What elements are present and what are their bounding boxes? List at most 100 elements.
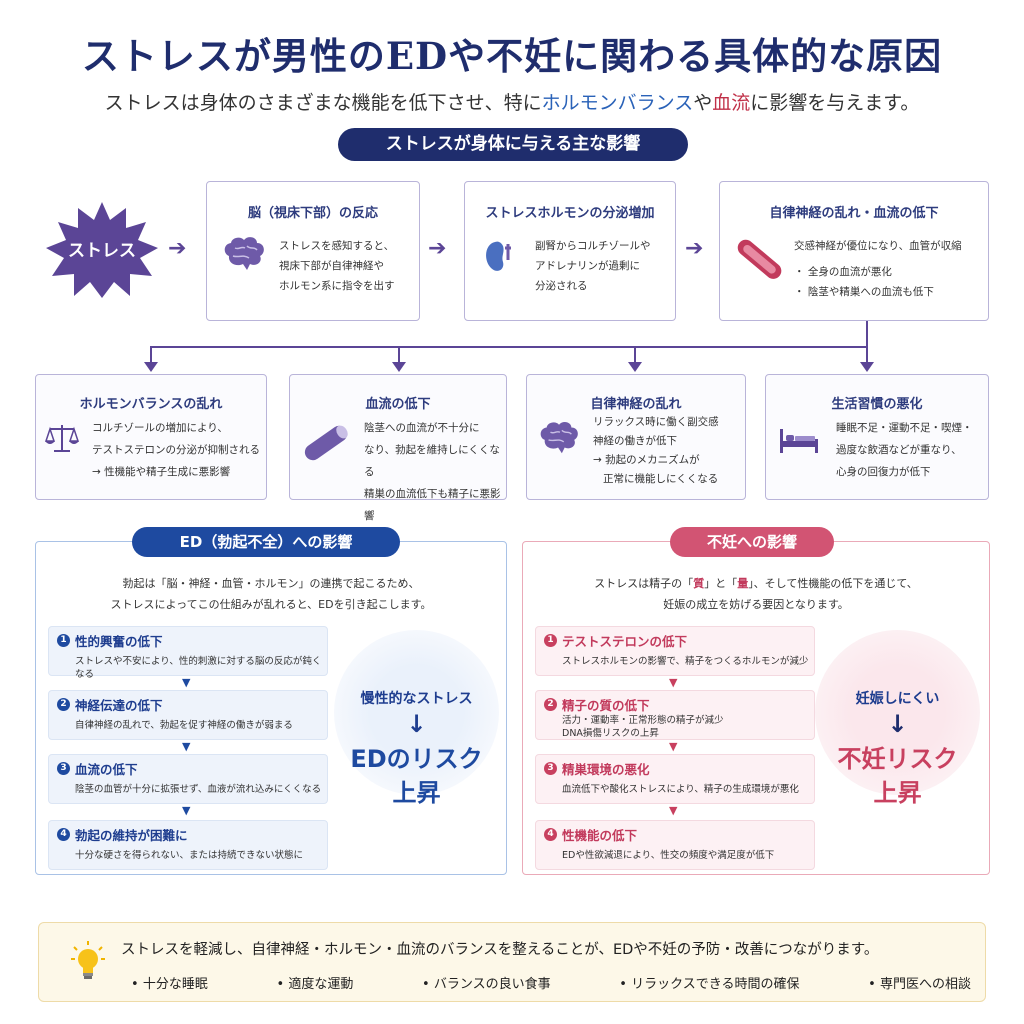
lightbulb-icon	[71, 941, 105, 979]
step-title: 精子の質の低下	[562, 698, 650, 713]
arrow-down-icon: ▼	[669, 740, 678, 753]
subtitle-pre: ストレスは身体のさまざまな機能を低下させ、特に	[104, 92, 542, 114]
step-title: 神経伝達の低下	[75, 698, 163, 713]
flow-line: 分泌される	[535, 280, 588, 292]
effect-lifestyle: 生活習慣の悪化 睡眠不足・運動不足・喫煙・ 過度な飲酒などが重なり、 心身の回復…	[765, 374, 989, 500]
risk-result: 上昇	[392, 779, 441, 807]
arrow-down-icon: ▼	[669, 676, 678, 689]
flow-title: ストレスホルモンの分泌増加	[485, 206, 655, 221]
risk-cause: 妊娠しにくい	[855, 691, 940, 707]
risk-cause: 慢性的なストレス	[360, 691, 473, 707]
flow-line: ホルモン系に指令を出す	[279, 280, 395, 292]
effect-title: 生活習慣の悪化	[831, 397, 923, 412]
inf-intro-line: 妊娠の成立を妨げる要因となります。	[663, 598, 849, 611]
stress-burst-icon	[46, 202, 158, 298]
blood-vessel-icon	[737, 239, 782, 279]
infertility-panel-label: 不妊への影響	[670, 527, 834, 557]
flow-line: 交感神経が優位になり、血管が収縮	[794, 240, 962, 252]
step-number: 1	[57, 634, 70, 647]
ed-step: 4 勃起の維持が困難に 十分な硬さを得られない、または持続できない状態に	[48, 820, 328, 870]
inf-intro-quantity: 量	[737, 577, 749, 590]
scale-icon	[44, 425, 80, 452]
page-title: ストレスが男性のEDや不妊に関わる具体的な原因	[81, 34, 943, 78]
subtitle-blood: 血流	[712, 92, 751, 114]
arrow-down-icon: ▼	[182, 804, 191, 817]
subtitle-mid: や	[693, 92, 713, 114]
tips-box: ストレスを軽減し、自律神経・ホルモン・血流のバランスを整えることが、EDや不妊の…	[38, 922, 986, 1002]
flow-line: ・ 陰茎や精巣への血流も低下	[794, 286, 934, 298]
effect-line: 精巣の血流低下も精子に悪影響	[364, 488, 501, 522]
step-number: 4	[57, 828, 70, 841]
flow-line: ストレスを感知すると、	[279, 240, 395, 252]
step-title: 勃起の維持が困難に	[75, 828, 188, 843]
risk-result: 上昇	[873, 779, 922, 807]
connector-line	[150, 346, 152, 366]
subtitle-hormone: ホルモンバランス	[541, 92, 694, 114]
flow-box-hormone: ストレスホルモンの分泌増加 副腎からコルチゾールや アドレナリンが過剰に 分泌さ…	[464, 181, 676, 321]
inf-intro-line: ストレスは精子の「質」と「量」、そして性機能の低下を通じて、	[523, 573, 989, 594]
arrow-right-icon: ➔	[168, 236, 187, 261]
arrow-right-icon: ➔	[428, 236, 447, 261]
step-title: 性機能の低下	[562, 828, 638, 843]
connector-line	[150, 346, 868, 348]
inf-step: 3 精巣環境の悪化 血流低下や酸化ストレスにより、精子の生成環境が悪化	[535, 754, 815, 804]
step-desc: ストレスや不安により、性的刺激に対する脳の反応が鈍くなる	[75, 656, 322, 680]
effect-blood-flow: 血流の低下 陰茎への血流が不十分に なり、勃起を維持しにくくなる 精巣の血流低下…	[289, 374, 507, 522]
effect-line: 睡眠不足・運動不足・喫煙・	[836, 422, 973, 434]
connector-line	[866, 321, 868, 347]
arrow-right-icon: ➔	[685, 236, 704, 261]
brain-icon	[224, 237, 264, 270]
section-label: ストレスが身体に与える主な影響	[338, 128, 688, 161]
flow-line: ・ 全身の血流が悪化	[794, 266, 892, 278]
flow-line: 視床下部が自律神経や	[279, 260, 384, 272]
tip-item: 専門医への相談	[868, 973, 971, 992]
ed-step: 3 血流の低下 陰茎の血管が十分に拡張せず、血液が流れ込みにくくなる	[48, 754, 328, 804]
step-desc: EDや性欲減退により、性交の頻度や満足度が低下	[562, 850, 775, 861]
step-desc: 血流低下や酸化ストレスにより、精子の生成環境が悪化	[562, 784, 799, 795]
effect-line: コルチゾールの増加により、	[92, 422, 228, 434]
risk-result: EDのリスク	[350, 745, 483, 773]
subtitle-post: に影響を与えます。	[750, 92, 920, 114]
step-desc: 陰茎の血管が十分に拡張せず、血液が流れ込みにくくなる	[75, 784, 322, 795]
tip-item: 十分な睡眠	[131, 973, 208, 992]
effect-hormone-balance: ホルモンバランスの乱れ コルチゾールの増加により、 テストステロンの分泌が抑制さ…	[35, 374, 267, 500]
effect-line: 神経の働きが低下	[593, 435, 677, 447]
step-number: 4	[544, 828, 557, 841]
effect-line: 陰茎への血流が不十分に	[364, 422, 480, 434]
step-title: テストステロンの低下	[562, 634, 688, 649]
arrow-down-icon: ▼	[669, 804, 678, 817]
effect-line: リラックス時に働く副交感	[593, 416, 719, 428]
ed-panel-label: ED（勃起不全）への影響	[132, 527, 400, 557]
flow-line: アドレナリンが過剰に	[535, 260, 640, 272]
step-desc: 十分な硬さを得られない、または持続できない状態に	[75, 850, 304, 861]
inf-intro-mid: 」と「	[704, 577, 738, 590]
ed-step: 2 神経伝達の低下 自律神経の乱れで、勃起を促す神経の働きが弱まる	[48, 690, 328, 740]
effect-autonomic: 自律神経の乱れ リラックス時に働く副交感 神経の働きが低下 → 勃起のメカニズム…	[526, 374, 746, 500]
stress-label: ストレス	[68, 241, 136, 261]
ed-intro-line: 勃起は「脳・神経・血管・ホルモン」の連携で起こるため、	[122, 577, 420, 590]
inf-step: 4 性機能の低下 EDや性欲減退により、性交の頻度や満足度が低下	[535, 820, 815, 870]
arrow-down-icon	[392, 362, 406, 372]
connector-line	[866, 346, 868, 366]
step-desc: ストレスホルモンの影響で、精子をつくるホルモンが減少	[562, 656, 809, 667]
tip-item: 適度な運動	[277, 973, 353, 992]
ed-step: 1 性的興奮の低下 ストレスや不安により、性的刺激に対する脳の反応が鈍くなる	[48, 626, 328, 680]
step-number: 1	[544, 634, 557, 647]
step-desc: DNA損傷リスクの上昇	[562, 728, 659, 739]
tip-item: バランスの良い食事	[422, 973, 551, 992]
flow-box-autonomic: 自律神経の乱れ・血流の低下 交感神経が優位になり、血管が収縮 ・ 全身の血流が悪…	[719, 181, 989, 321]
risk-result: 不妊リスク	[837, 745, 958, 773]
ed-risk-callout: 慢性的なストレス ↓ EDのリスク 上昇	[334, 630, 499, 807]
page-subtitle: ストレスは身体のさまざまな機能を低下させ、特にホルモンバランスや血流に影響を与え…	[0, 88, 1024, 115]
arrow-down-icon	[144, 362, 158, 372]
flow-title: 自律神経の乱れ・血流の低下	[769, 206, 939, 221]
blood-vessel-icon	[304, 425, 348, 461]
inf-intro-post: 」、そして性機能の低下を通じて、	[748, 577, 918, 590]
brain-icon	[540, 422, 578, 454]
infertility-risk-callout: 妊娠しにくい ↓ 不妊リスク 上昇	[815, 630, 980, 807]
inf-intro-quality: 質	[693, 577, 705, 590]
step-number: 3	[544, 762, 557, 775]
connector-line	[634, 346, 636, 366]
effect-title: ホルモンバランスの乱れ	[79, 397, 223, 412]
inf-intro-pre: ストレスは精子の「	[594, 577, 694, 590]
